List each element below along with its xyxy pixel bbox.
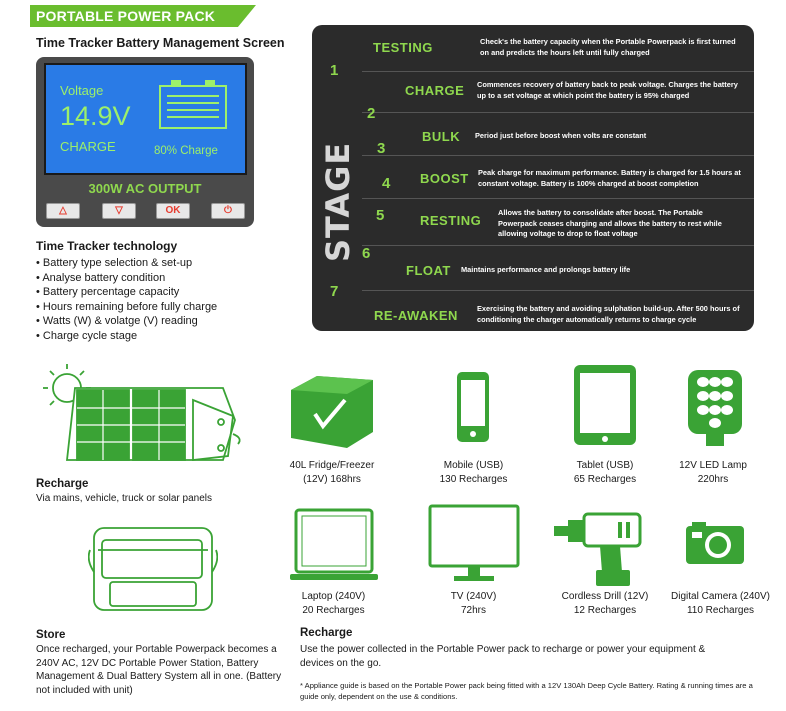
tech-list: Battery type selection & set-up Analyse … <box>36 256 217 343</box>
fridge-icon <box>291 376 373 448</box>
list-item: Hours remaining before fully charge <box>36 300 217 315</box>
charge-mode-label: CHARGE <box>60 139 116 154</box>
appliance-note: * Appliance guide is based on the Portab… <box>300 681 753 701</box>
store-heading: Store <box>36 629 66 641</box>
appliance-fridge: 40L Fridge/Freezer (12V) 168hrs <box>289 460 375 485</box>
stage-row-testing: TESTING Check's the battery capacity whe… <box>373 37 736 57</box>
stage-number: 2 <box>367 105 376 122</box>
stage-row-float: FLOAT Maintains performance and prolongs… <box>406 263 631 278</box>
stage-row-boost: BOOST Peak charge for maximum performanc… <box>420 168 741 188</box>
header-banner: PORTABLE POWER PACK <box>30 5 256 27</box>
power-button[interactable]: ⏻ <box>211 203 245 219</box>
list-item: Battery percentage capacity <box>36 285 217 300</box>
tablet-icon <box>574 365 636 445</box>
recharge-right-text: Use the power collected in the Portable … <box>300 644 706 669</box>
appliance-laptop: Laptop (240V)20 Recharges <box>301 591 366 616</box>
ac-output-label: 300W AC OUTPUT <box>88 181 202 196</box>
charge-stage-panel: STAGE 1 2 3 4 5 6 7 TESTING Check's the … <box>312 25 754 331</box>
stage-number: 4 <box>382 175 391 192</box>
appliance-mobile: Mobile (USB)130 Recharges <box>439 460 508 485</box>
list-item: Watts (W) & volatge (V) reading <box>36 314 217 329</box>
appliance-tablet: Tablet (USB)65 Recharges <box>573 460 637 485</box>
down-button[interactable]: ▽ <box>102 203 136 219</box>
recharge-right-heading: Recharge <box>300 627 353 639</box>
list-item: Analyse battery condition <box>36 271 217 286</box>
stage-title: STAGE <box>319 141 357 262</box>
voltage-value: 14.9V <box>60 101 131 131</box>
stage-row-reawaken: RE-AWAKEN Exercising the battery and avo… <box>374 304 740 324</box>
stage-number: 6 <box>362 245 371 262</box>
mobile-icon <box>457 372 489 442</box>
up-button[interactable]: △ <box>46 203 80 219</box>
stage-number: 1 <box>330 62 339 79</box>
charge-percent: 80% Charge <box>154 145 218 157</box>
stage-number: 3 <box>377 140 386 157</box>
list-item: Battery type selection & set-up <box>36 256 217 271</box>
stage-row-charge: CHARGE Commences recovery of battery bac… <box>405 80 738 100</box>
lcd-screen: Voltage 14.9V CHARGE 80% Charge <box>44 63 247 175</box>
tech-heading: Time Tracker technology <box>36 239 178 253</box>
recharge-left-text: Via mains, vehicle, truck or solar panel… <box>36 493 213 504</box>
battery-icon <box>159 80 227 129</box>
solar-panel-icon <box>43 364 241 462</box>
stage-row-resting: RESTING Allows the battery to consolidat… <box>420 208 722 238</box>
battery-management-device: Voltage 14.9V CHARGE 80% Charge 300W AC … <box>36 57 254 227</box>
camera-icon <box>686 522 744 564</box>
voltage-label: Voltage <box>60 83 104 98</box>
stage-row-bulk: BULK Period just before boost when volts… <box>422 129 647 144</box>
recharge-left-heading: Recharge <box>36 478 89 490</box>
store-text: Once recharged, your Portable Powerpack … <box>36 644 282 696</box>
stage-number: 5 <box>376 207 385 224</box>
power-pack-icon <box>88 527 218 611</box>
appliance-tv: TV (240V)72hrs <box>450 591 497 616</box>
banner-title: PORTABLE POWER PACK <box>36 8 216 24</box>
appliance-camera: Digital Camera (240V)110 Recharges <box>671 591 770 616</box>
list-item: Charge cycle stage <box>36 329 217 344</box>
laptop-icon <box>290 508 378 580</box>
page-subtitle: Time Tracker Battery Management Screen <box>36 36 285 50</box>
drill-icon <box>554 512 642 586</box>
tv-icon <box>428 504 520 581</box>
ok-button[interactable]: OK <box>156 203 190 219</box>
led-lamp-icon <box>688 370 742 446</box>
stage-number: 7 <box>330 283 339 300</box>
appliance-drill: Cordless Drill (12V)12 Recharges <box>561 591 649 616</box>
